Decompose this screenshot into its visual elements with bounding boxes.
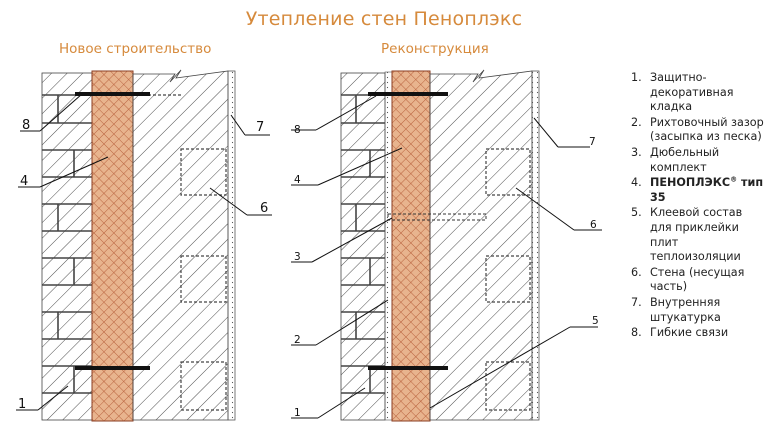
callout-5-right: 5 (592, 315, 599, 327)
panel-right: 8 4 3 2 1 7 6 5 (291, 69, 602, 422)
facing-brick-joints (341, 94, 385, 394)
legend-number: 1. (631, 71, 642, 84)
inner-plaster (531, 70, 540, 421)
insulation-board (391, 70, 431, 422)
legend-number: 8. (631, 326, 642, 340)
dowel-assembly (387, 213, 487, 221)
legend-list: 1. Защитно-декоративная кладка 2. Рихтов… (631, 71, 767, 342)
callout-1-right: 1 (294, 407, 301, 419)
legend-item: 6. Стена (несущая часть) (631, 266, 767, 295)
flexible-ties (75, 92, 150, 370)
legend-number: 7. (631, 295, 642, 309)
legend-text: Стена (несущая часть) (650, 265, 745, 294)
panel-left: 8 4 1 7 6 (16, 69, 272, 422)
flexible-ties (368, 92, 448, 370)
callout-1-left: 1 (18, 397, 26, 412)
legend-text: Рихтовочный зазор (засыпка из песка) (650, 115, 764, 144)
legend-item: 8. Гибкие связи (631, 326, 767, 341)
bearing-wall (429, 69, 533, 421)
diagram-title: Утепление стен Пеноплэкс (245, 8, 523, 30)
legend-item: 5. Клеевой состав для приклейки плит теп… (631, 206, 767, 264)
legend-text: Защитно-декоративная кладка (650, 71, 734, 114)
legend-number: 5. (631, 206, 642, 220)
callout-7-right: 7 (589, 136, 596, 148)
legend-text: Дюбельный комплект (650, 145, 720, 174)
legend-text: Гибкие связи (650, 326, 729, 340)
registered-mark: ® (730, 175, 738, 184)
panel-left-subtitle: Новое строительство (59, 41, 212, 57)
bearing-wall-joints (485, 148, 531, 411)
callout-2-right: 2 (294, 334, 301, 346)
legend-item: 3. Дюбельный комплект (631, 146, 767, 175)
legend-text: Внутренняя штукатурка (650, 295, 721, 324)
legend-number: 3. (631, 145, 642, 159)
callout-6-right: 6 (590, 219, 597, 231)
inner-plaster (227, 70, 236, 421)
legend-number: 2. (631, 115, 642, 129)
leader-lines-left (16, 93, 272, 411)
insulation-board (91, 70, 134, 422)
legend-brand: ПЕНОПЛЭКС (650, 176, 731, 190)
legend-number: 6. (631, 265, 642, 279)
legend-text: ПЕНОПЛЭКС® тип 35 (650, 176, 763, 204)
legend-type: тип 35 (650, 176, 764, 204)
legend-item: 2. Рихтовочный зазор (засыпка из песка) (631, 116, 767, 145)
legend-item: 1. Защитно-декоративная кладка (631, 71, 767, 115)
facing-masonry (41, 72, 93, 421)
legend-item: 7. Внутренняя штукатурка (631, 296, 767, 325)
callout-8-right: 8 (294, 124, 301, 136)
callout-3-right: 3 (294, 251, 301, 263)
callout-8-left: 8 (22, 118, 30, 133)
callout-6-left: 6 (260, 201, 268, 216)
callout-7-left: 7 (256, 120, 264, 135)
legend-item: 4. ПЕНОПЛЭКС® тип 35 (631, 176, 767, 205)
panel-right-subtitle: Реконструкция (381, 41, 489, 57)
callout-4-left: 4 (20, 174, 28, 189)
legend-text: Клеевой состав для приклейки плит теплои… (650, 206, 743, 264)
callout-4-right: 4 (294, 174, 301, 186)
legend-number: 4. (631, 176, 642, 190)
bearing-wall (132, 69, 229, 421)
leader-lines-right (291, 95, 602, 419)
